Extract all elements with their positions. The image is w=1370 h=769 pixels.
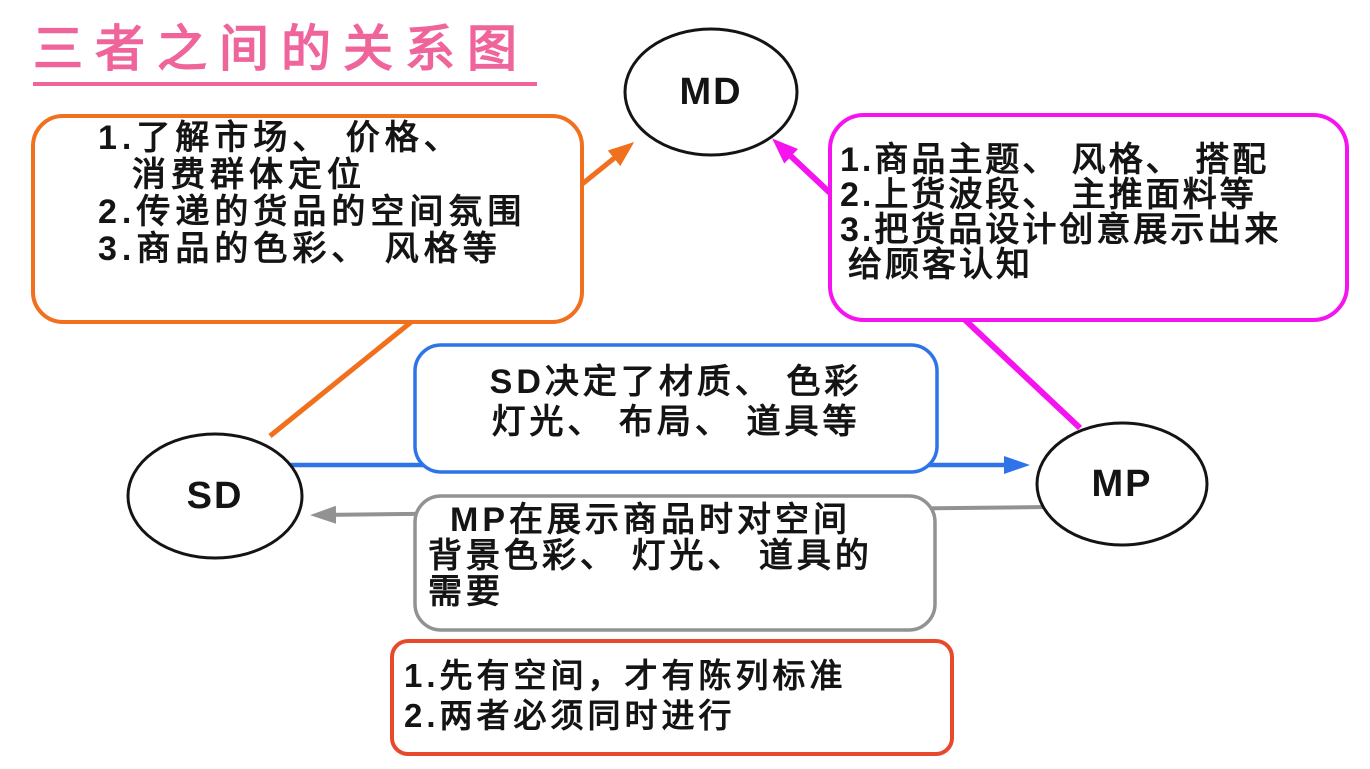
text-line: 3.商品的色彩、 风格等 <box>98 230 502 268</box>
mp-node-circle <box>1035 421 1209 547</box>
md-mp-box-text: 1.商品主题、 风格、 搭配 2.上货波段、 主推面料等 3.把货品设计创意展示… <box>840 143 1281 283</box>
text-line: 给顾客认知 <box>848 246 1033 284</box>
bottom-note-box-text: 1.先有空间，才有陈列标准 2.两者必须同时进行 <box>404 656 847 736</box>
node-label-md: MD <box>679 70 743 113</box>
bottom-note-box-outline <box>390 639 954 756</box>
text-line: 背景色彩、 灯光、 道具的 <box>428 537 873 575</box>
sd-md-box-outline <box>31 114 584 324</box>
md-mp-box-outline <box>828 113 1349 322</box>
node-label-sd: SD <box>186 474 244 517</box>
text-line: SD决定了材质、 色彩 <box>489 363 863 401</box>
sd-node-circle <box>126 432 304 560</box>
text-line: 3.把货品设计创意展示出来 <box>840 211 1282 249</box>
text-line: 1.商品主题、 风格、 搭配 <box>840 141 1270 179</box>
text-line: 1.了解市场、 价格、 <box>98 119 463 157</box>
text-line: 2.传递的货品的空间氛围 <box>98 193 527 231</box>
text-line: 灯光、 布局、 道具等 <box>491 403 861 441</box>
sd-mp-forward-box-outline <box>413 343 939 474</box>
text-line: MP在展示商品时对空间 <box>450 501 851 539</box>
mp-sd-backward-box-text: MP在展示商品时对空间 背景色彩、 灯光、 道具的 需要 <box>428 502 873 610</box>
mp-sd-backward-box-outline <box>413 494 937 632</box>
sd-md-box-text: 1.了解市场、 价格、 消费群体定位 2.传递的货品的空间氛围 3.商品的色彩、… <box>98 120 526 268</box>
text-line: 2.上货波段、 主推面料等 <box>840 176 1257 214</box>
sd-mp-forward-box-text: SD决定了材质、 色彩 灯光、 布局、 道具等 <box>415 362 937 442</box>
text-line: 消费群体定位 <box>132 156 366 194</box>
text-line: 1.先有空间，才有陈列标准 <box>404 657 847 694</box>
text-line: 需要 <box>428 573 504 611</box>
text-line: 2.两者必须同时进行 <box>404 697 736 734</box>
md-node-circle <box>623 27 799 157</box>
page-title: 三者之间的关系图 <box>33 20 537 86</box>
node-label-mp: MP <box>1091 462 1153 505</box>
